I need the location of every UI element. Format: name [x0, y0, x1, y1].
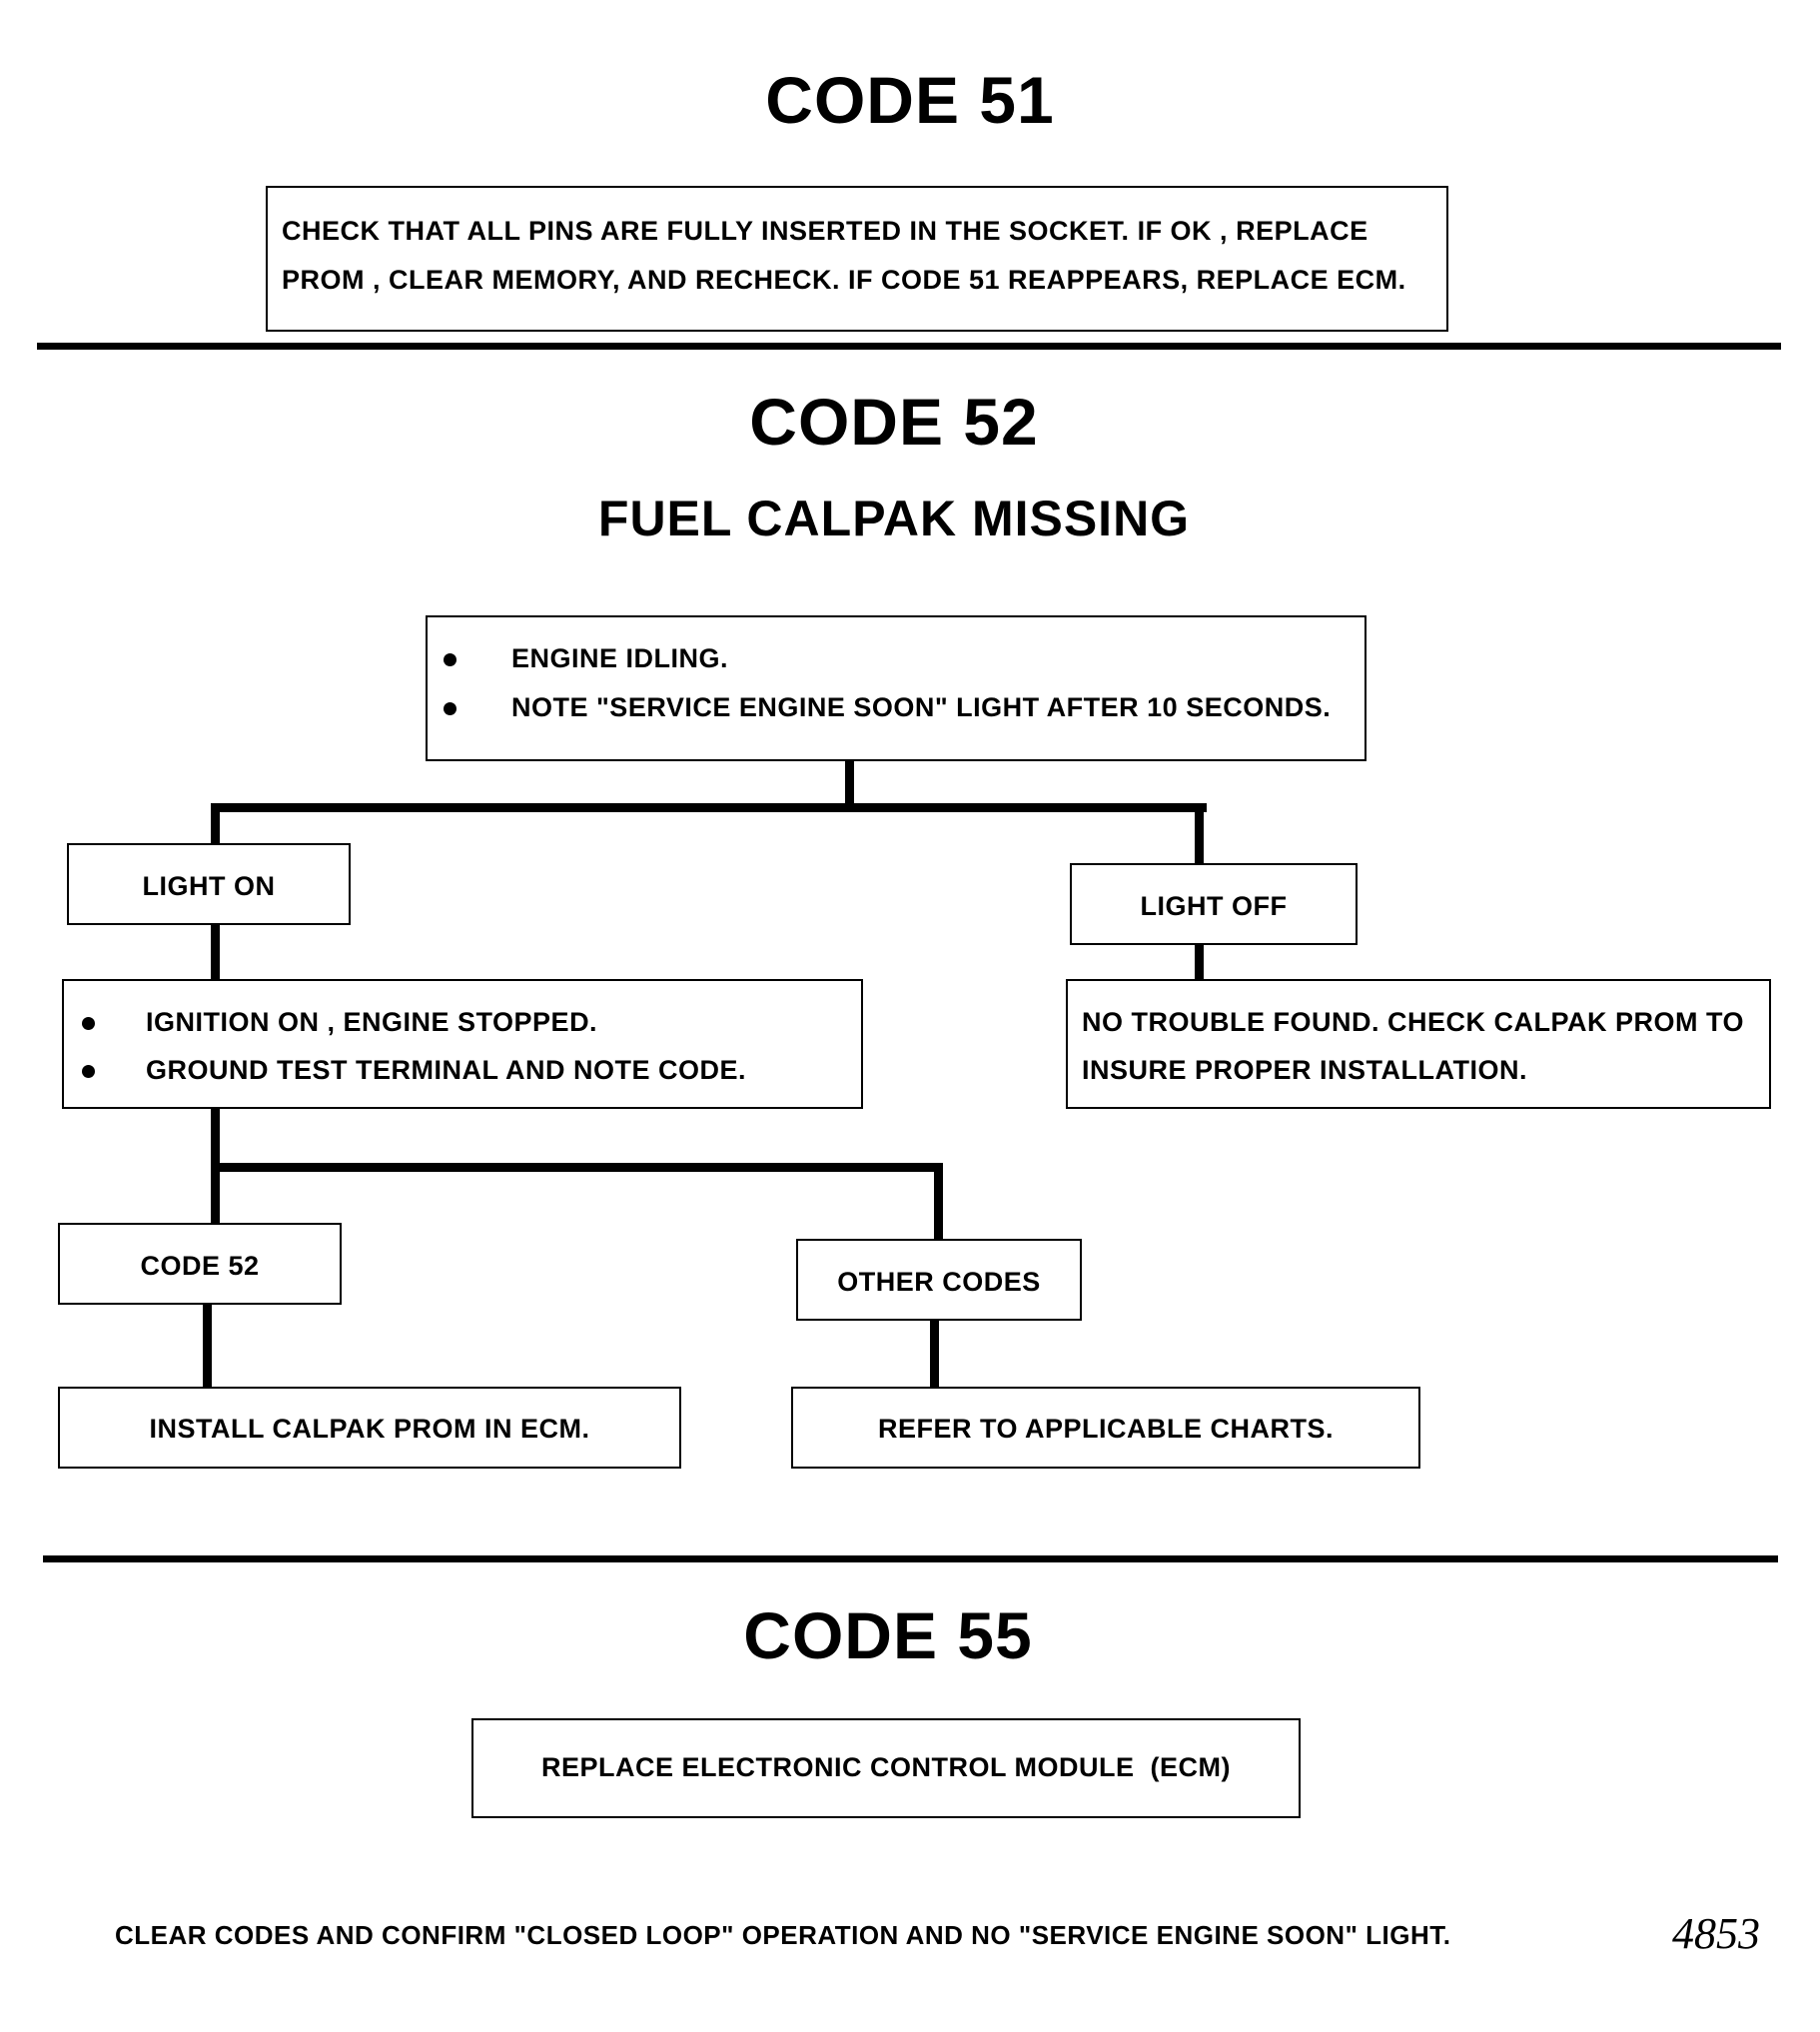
- bullet-icon: [444, 702, 456, 715]
- divider-1: [37, 343, 1781, 350]
- connector-other-codes-down: [930, 1317, 939, 1389]
- divider-2: [43, 1555, 1778, 1562]
- light-off-box: LIGHT OFF: [1070, 863, 1358, 945]
- ignition-item-1: IGNITION ON , ENGINE STOPPED.: [146, 1007, 598, 1037]
- code52-title: CODE 52: [749, 385, 1039, 459]
- ignition-box: IGNITION ON , ENGINE STOPPED. GROUND TES…: [62, 979, 863, 1109]
- light-on-label: LIGHT ON: [142, 871, 276, 901]
- code51-box: CHECK THAT ALL PINS ARE FULLY INSERTED I…: [266, 186, 1448, 332]
- other-codes-box: OTHER CODES: [796, 1239, 1082, 1321]
- bullet-icon: [444, 653, 456, 666]
- start-item-2: NOTE "SERVICE ENGINE SOON" LIGHT AFTER 1…: [511, 692, 1332, 722]
- connector-mid-horizontal: [211, 1163, 943, 1172]
- connector-light-off-down: [1195, 943, 1204, 981]
- code55-box: REPLACE ELECTRONIC CONTROL MODULE (ECM): [471, 1718, 1301, 1818]
- bullet-icon: [82, 1017, 95, 1030]
- light-on-box: LIGHT ON: [67, 843, 351, 925]
- code55-title: CODE 55: [743, 1598, 1033, 1672]
- refer-label: REFER TO APPLICABLE CHARTS.: [877, 1414, 1335, 1444]
- connector-to-light-off: [1195, 803, 1204, 865]
- connector-light-on-down: [211, 923, 220, 981]
- no-trouble-line2: INSURE PROPER INSTALLATION.: [1082, 1055, 1528, 1085]
- start-item-1: ENGINE IDLING.: [511, 643, 729, 673]
- page-number: 4853: [1672, 1909, 1760, 1958]
- code51-title: CODE 51: [765, 63, 1055, 137]
- refer-box: REFER TO APPLICABLE CHARTS.: [791, 1387, 1420, 1469]
- other-codes-label: OTHER CODES: [837, 1267, 1041, 1297]
- install-box: INSTALL CALPAK PROM IN ECM.: [58, 1387, 681, 1469]
- bullet-icon: [82, 1065, 95, 1078]
- code55-text: REPLACE ELECTRONIC CONTROL MODULE (ECM): [541, 1752, 1231, 1782]
- code52-subtitle: FUEL CALPAK MISSING: [597, 491, 1191, 546]
- install-label: INSTALL CALPAK PROM IN ECM.: [149, 1414, 590, 1444]
- no-trouble-box: NO TROUBLE FOUND. CHECK CALPAK PROM TO I…: [1066, 979, 1771, 1109]
- ignition-item-2: GROUND TEST TERMINAL AND NOTE CODE.: [146, 1055, 747, 1085]
- code51-text-line1: CHECK THAT ALL PINS ARE FULLY INSERTED I…: [282, 216, 1368, 246]
- code52-branch-box: CODE 52: [58, 1223, 342, 1305]
- light-off-label: LIGHT OFF: [1140, 891, 1288, 921]
- no-trouble-line1: NO TROUBLE FOUND. CHECK CALPAK PROM TO: [1082, 1007, 1744, 1037]
- connector-to-other-codes: [934, 1163, 943, 1239]
- code51-text-line2: PROM , CLEAR MEMORY, AND RECHECK. IF COD…: [282, 265, 1406, 295]
- connector-top-horizontal: [211, 803, 1207, 812]
- connector-start-down: [845, 759, 854, 809]
- code52-branch-label: CODE 52: [140, 1251, 260, 1281]
- footer-note: CLEAR CODES AND CONFIRM "CLOSED LOOP" OP…: [115, 1920, 1451, 1950]
- start-box: ENGINE IDLING. NOTE "SERVICE ENGINE SOON…: [426, 615, 1366, 761]
- connector-to-light-on: [211, 803, 220, 845]
- connector-code52-down: [203, 1301, 212, 1389]
